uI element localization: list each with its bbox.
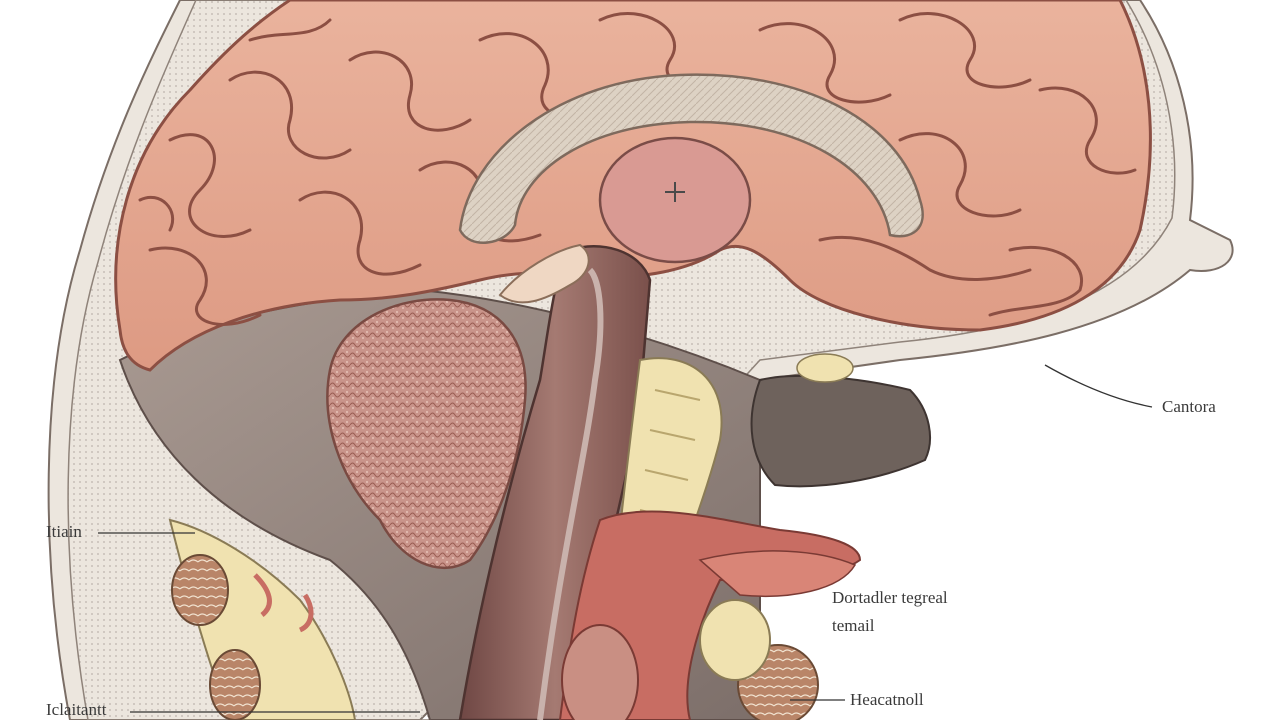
left-red-marks xyxy=(253,573,314,633)
leader-line-right-top xyxy=(1044,364,1153,408)
brainstem-inner xyxy=(537,267,604,720)
label-left-mid: Itiain xyxy=(46,522,82,541)
sinus-patch xyxy=(796,353,854,383)
lower-gland-center xyxy=(561,624,639,720)
thalamus-crosshair xyxy=(665,182,685,202)
label-right-top: Cantora xyxy=(1162,397,1216,416)
pituitary xyxy=(498,243,590,304)
label-right-bottom: Heacatnoll xyxy=(850,690,924,709)
cerebellum xyxy=(326,298,527,570)
leader-lines xyxy=(98,364,1153,713)
left-gland-lower xyxy=(209,649,261,720)
corpus-callosum xyxy=(458,73,924,244)
brainstem xyxy=(458,245,652,720)
tongue xyxy=(698,550,857,597)
label-right-mid-1: Dortadler tegreal xyxy=(832,588,948,607)
lower-gland-yellow xyxy=(699,599,771,681)
gyri-folds xyxy=(138,12,1137,326)
label-left-bottom: Iclaitantt xyxy=(46,700,107,719)
label-right-mid-2: temail xyxy=(832,616,875,635)
spinal-bone-detail xyxy=(639,389,701,521)
left-gland-upper xyxy=(171,554,229,626)
nasal-bone xyxy=(750,374,931,488)
